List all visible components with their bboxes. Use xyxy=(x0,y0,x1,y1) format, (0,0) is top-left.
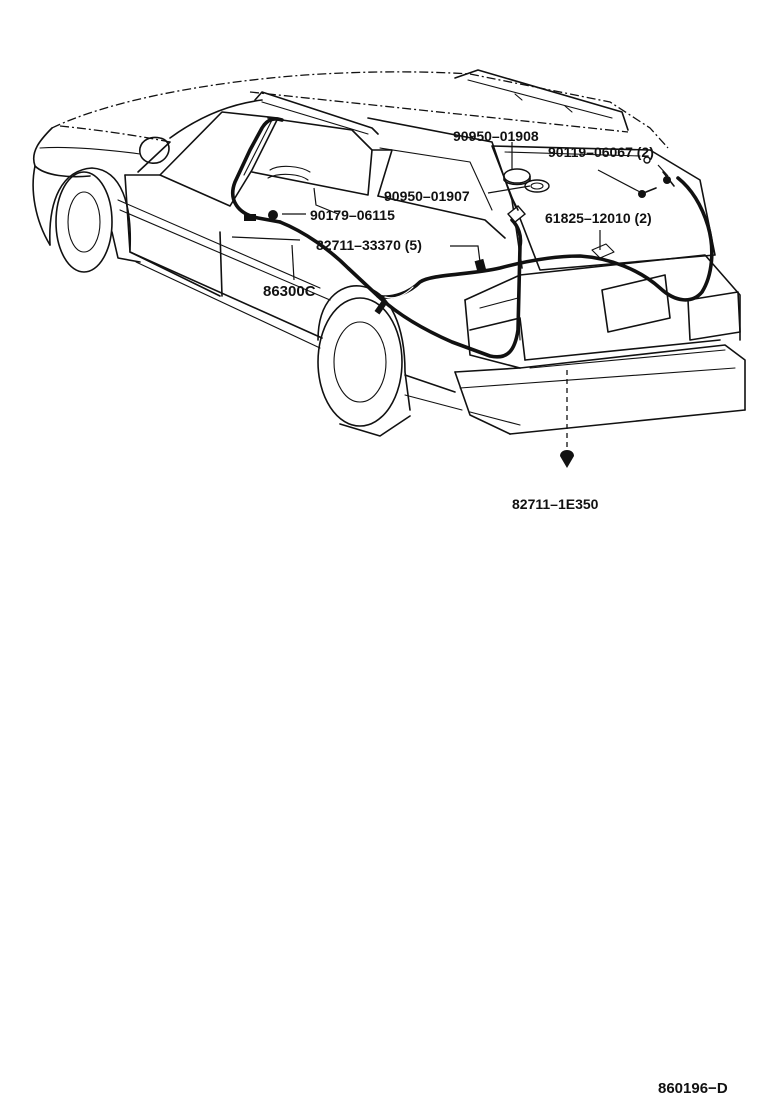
part-label-90950-01908: 90950–01908 xyxy=(453,128,539,144)
leader-lines xyxy=(231,142,669,281)
antenna-cable xyxy=(231,117,714,359)
part-label-90119-06067: 90119–06067 (2) xyxy=(548,144,654,160)
part-label-90179-06115: 90179–06115 xyxy=(310,207,395,223)
part-label-82711-33370: 82711–33370 (5) xyxy=(316,237,422,253)
part-label-61825-12010: 61825–12010 (2) xyxy=(545,210,652,226)
part-label-90950-01907: 90950–01907 xyxy=(384,188,470,204)
diagram-code: 860196−D xyxy=(658,1080,728,1097)
small-parts xyxy=(267,156,675,468)
station-wagon-outline xyxy=(32,69,746,437)
part-label-86300c: 86300C xyxy=(263,283,316,300)
part-label-82711-1e350: 82711–1E350 xyxy=(512,496,599,512)
